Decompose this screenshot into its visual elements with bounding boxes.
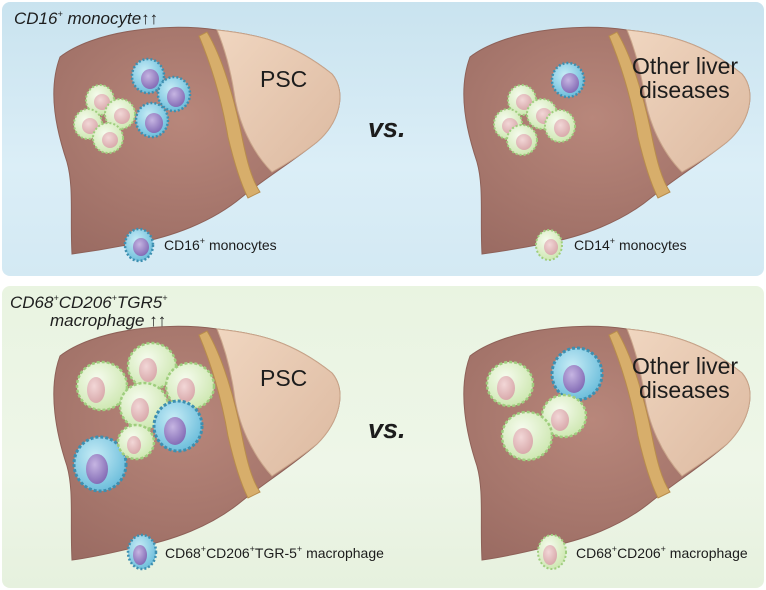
- cd68-cd206-tgr5-macrophage-cell: [152, 399, 204, 453]
- cd68-cd206-macrophage-cell: [116, 423, 156, 461]
- legend-cd14-label: CD14+ monocytes: [574, 236, 687, 253]
- cd14-monocyte-cell: [506, 124, 538, 156]
- legend-tgr5-macrophage-icon: [126, 533, 158, 571]
- liver-psc-top: [53, 26, 341, 255]
- bottom-panel-macrophages: CD68+CD206+TGR5+ macrophage ↑↑ PSC vs. O…: [2, 286, 764, 588]
- cd16-monocyte-cell: [550, 61, 586, 99]
- top-panel-monocytes: CD16+ monocyte↑↑ PSC vs. Other liver dis…: [2, 2, 764, 276]
- cd16-monocyte-cell: [134, 101, 170, 139]
- cd14-monocyte-cell: [92, 122, 124, 154]
- organ-label-other-bottom-2: diseases: [639, 377, 730, 403]
- organ-label-other-top-2: diseases: [639, 77, 730, 103]
- organ-label-psc-top: PSC: [260, 66, 307, 92]
- cd16-monocyte-cell: [130, 57, 166, 95]
- organ-label-other-top-1: Other liver: [632, 53, 738, 79]
- cd14-monocyte-cell: [104, 98, 136, 130]
- legend-cd206-macrophage-icon: [537, 534, 567, 570]
- top-panel-diagram: CD16+ monocyte↑↑ PSC vs. Other liver dis…: [14, 9, 751, 263]
- legend-tgr5-macrophage-label: CD68+CD206+TGR-5+ macrophage: [165, 544, 384, 561]
- vs-label-top: vs.: [368, 113, 406, 143]
- liver-other-bottom: [463, 325, 751, 561]
- legend-cd16-icon: [123, 227, 155, 263]
- vs-label-bottom: vs.: [368, 414, 406, 444]
- cluster-top-left: [73, 57, 192, 154]
- liver-other-top: [463, 26, 751, 255]
- bottom-panel-diagram: CD68+CD206+TGR5+ macrophage ↑↑ PSC vs. O…: [10, 293, 751, 571]
- legend-cd206-macrophage-label: CD68+CD206+ macrophage: [576, 544, 748, 561]
- cd68-cd206-macrophage-cell: [75, 360, 129, 412]
- cluster-bottom-left: [72, 341, 216, 493]
- legend-cd16-label: CD16+ monocytes: [164, 236, 277, 253]
- bottom-caption-line1: CD68+CD206+TGR5+: [10, 293, 168, 312]
- cd68-cd206-tgr5-macrophage-cell: [550, 346, 604, 402]
- cd68-cd206-tgr5-macrophage-cell: [72, 435, 128, 493]
- top-caption: CD16+ monocyte↑↑: [14, 9, 158, 28]
- organ-label-psc-bottom: PSC: [260, 365, 307, 391]
- cd68-cd206-macrophage-cell: [485, 360, 535, 408]
- bottom-caption-line2: macrophage ↑↑: [50, 311, 166, 330]
- cluster-bottom-right: [485, 346, 604, 462]
- cluster-top-right: [493, 61, 586, 156]
- legend-cd14-icon: [535, 229, 563, 261]
- cd68-cd206-macrophage-cell: [500, 410, 554, 462]
- cd16-monocyte-cell: [156, 75, 192, 113]
- organ-label-other-bottom-1: Other liver: [632, 353, 738, 379]
- cd14-monocyte-cell: [544, 109, 576, 143]
